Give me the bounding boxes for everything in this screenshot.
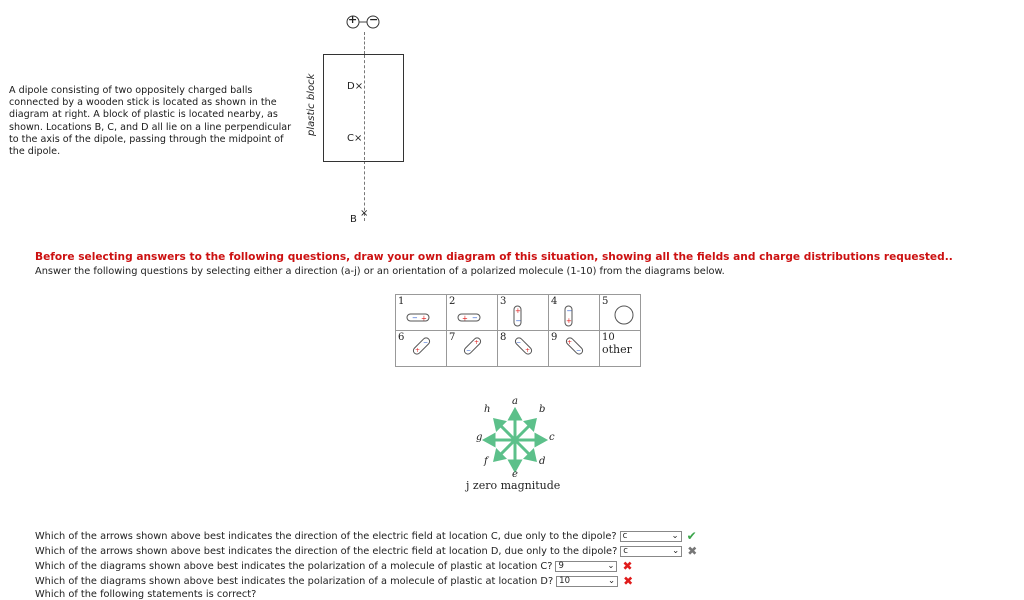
axis-line-bottom [364,161,365,221]
question-2-select[interactable]: c⌄ [620,545,683,557]
molecule-2-icon: +− [457,313,481,323]
question-row-1: Which of the arrows shown above best ind… [35,529,697,543]
svg-text:−: − [412,314,418,322]
dipole-icon [346,15,380,29]
molecule-cell-7: 7 +− [446,330,498,367]
molecule-table: 1 −+ 2 +− 3 +− 4 −+ 5 6 −+ 7 +− 8 −+ 9 +… [395,294,641,367]
question-3-select[interactable]: 9⌄ [555,560,618,572]
direction-c-label: c [549,432,555,443]
svg-text:−: − [423,339,428,346]
check-icon: ✔ [686,529,697,543]
dipole: + − [344,12,384,32]
chevron-down-icon: ⌄ [607,561,615,571]
axis-line-inside [364,55,365,160]
direction-j-label: j zero magnitude [466,479,561,492]
svg-text:−: − [516,339,521,346]
question-row-3: Which of the diagrams shown above best i… [35,559,633,573]
plus-sign: + [348,13,358,26]
molecule-cell-4: 4 −+ [548,294,600,331]
direction-b-label: b [539,404,546,415]
svg-text:+: + [566,317,572,325]
direction-a-label: a [512,396,518,407]
svg-text:−: − [567,307,573,315]
warning-text: Before selecting answers to the followin… [35,251,953,263]
chevron-down-icon: ⌄ [608,576,616,586]
svg-text:+: + [462,315,468,323]
molecule-3-icon: +− [513,305,522,327]
molecule-6-icon: −+ [412,337,431,355]
molecule-cell-8: 8 −+ [497,330,549,367]
molecule-cell-3: 3 +− [497,294,549,331]
instruction-text: Answer the following questions by select… [35,266,725,277]
molecule-other-label: other [602,343,632,356]
svg-text:−: − [466,347,471,354]
question-4-text: Which of the diagrams shown above best i… [35,575,554,587]
question-row-2: Which of the arrows shown above best ind… [35,544,697,558]
molecule-5-icon [614,305,634,325]
molecule-cell-6: 6 −+ [395,330,447,367]
svg-text:−: − [472,314,478,322]
direction-h-label: h [484,404,491,415]
question-1-select[interactable]: c⌄ [619,530,682,542]
plastic-block-label: plastic block [306,73,317,136]
location-b: B [350,214,357,225]
svg-text:+: + [515,307,521,315]
molecule-9-icon: +− [565,337,584,355]
svg-text:+: + [421,315,427,323]
question-row-5: Which of the following statements is cor… [35,589,256,600]
direction-g-label: g [476,432,483,443]
question-3-text: Which of the diagrams shown above best i… [35,560,553,572]
molecule-1-icon: −+ [406,313,430,323]
question-2-text: Which of the arrows shown above best ind… [35,545,618,557]
location-b-marker: × [360,208,369,219]
molecule-cell-2: 2 +− [446,294,498,331]
question-4-select[interactable]: 10⌄ [556,575,619,587]
svg-text:+: + [567,339,572,346]
direction-arrows-icon [481,406,549,474]
cross-icon: ✖ [622,559,633,573]
molecule-cell-5: 5 [599,294,641,331]
plastic-block [323,54,404,162]
question-1-text: Which of the arrows shown above best ind… [35,530,617,542]
intro-text: A dipole consisting of two oppositely ch… [9,85,292,158]
axis-line-top [364,32,365,54]
location-c: C× [347,133,363,144]
location-d: D× [347,81,364,92]
molecule-cell-1: 1 −+ [395,294,447,331]
molecule-8-icon: −+ [514,337,533,355]
svg-text:+: + [474,339,479,346]
direction-f-label: f [484,456,488,467]
svg-text:−: − [516,317,522,325]
molecule-4-icon: −+ [564,305,573,327]
minus-sign: − [369,13,379,26]
svg-text:+: + [415,347,420,354]
molecule-7-icon: +− [463,337,482,355]
direction-e-label: e [512,469,518,480]
cross-icon: ✖ [623,574,634,588]
question-5-text: Which of the following statements is cor… [35,589,257,600]
chevron-down-icon: ⌄ [671,531,679,541]
question-row-4: Which of the diagrams shown above best i… [35,574,633,588]
cross-icon: ✖ [687,544,698,558]
svg-text:+: + [525,347,530,354]
direction-d-label: d [539,456,546,467]
chevron-down-icon: ⌄ [672,546,680,556]
molecule-cell-9: 9 +− [548,330,600,367]
svg-text:−: − [576,347,581,354]
